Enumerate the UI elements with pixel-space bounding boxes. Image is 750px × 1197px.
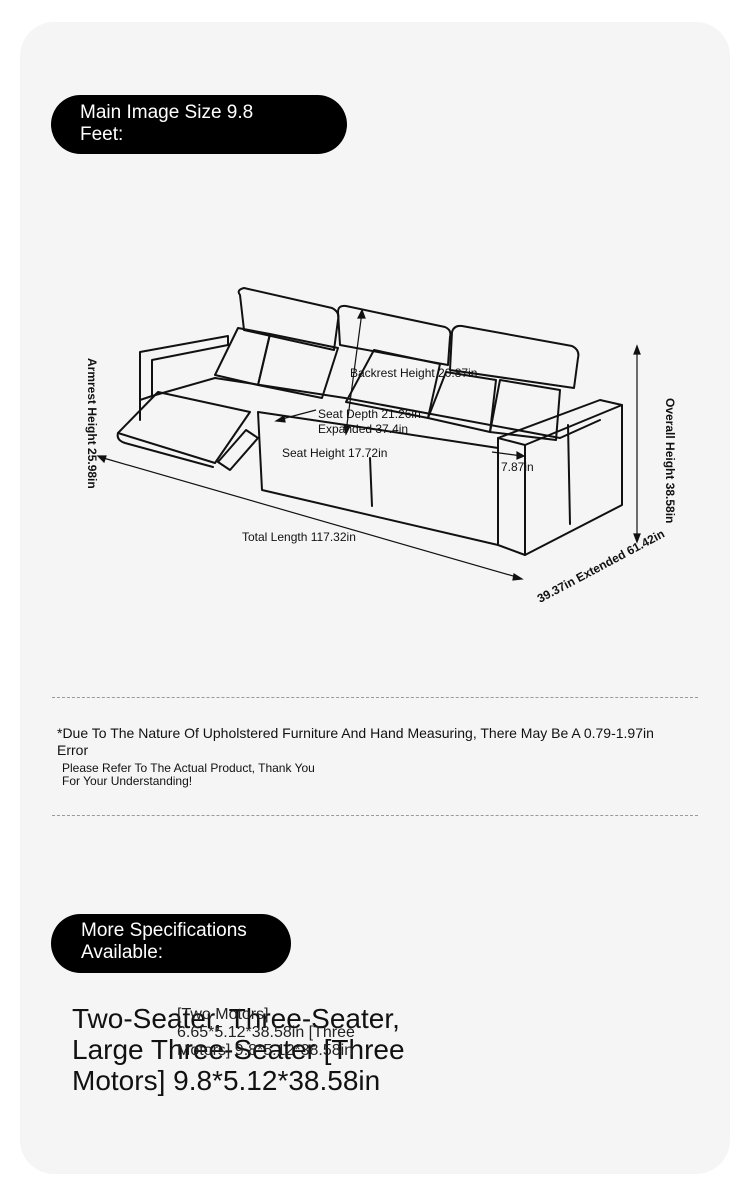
specs-title-line1: More Specifications [81, 920, 247, 941]
sofa-line-drawing [116, 287, 623, 556]
armrest-height-label: Armrest Height 25.98in [85, 358, 99, 489]
thank-you-line1: Please Refer To The Actual Product, Than… [62, 761, 315, 775]
sofa-dimension-diagram: Armrest Height 25.98in Backrest Height 2… [85, 287, 677, 606]
divider-top [52, 697, 698, 698]
main-size-badge: Main Image Size 9.8 Feet: [51, 95, 347, 154]
seat-depth-expanded-label: Expanded 37.4in [318, 422, 408, 436]
content-card [20, 22, 730, 1174]
main-size-title-line2: Feet: [80, 124, 124, 145]
arm-width-label: 7.87in [501, 460, 534, 474]
main-size-title-line1: Main Image Size 9.8 [80, 102, 254, 123]
dimension-arrows [96, 308, 641, 581]
measurement-note: *Due To The Nature Of Upholstered Furnit… [57, 725, 654, 758]
seat-height-label: Seat Height 17.72in [282, 446, 387, 460]
thank-you-line2: For Your Understanding! [62, 774, 193, 788]
divider-bottom [52, 815, 698, 816]
backrest-height-label: Backrest Height 20.87in [350, 366, 477, 380]
specs-badge: More Specifications Available: [51, 914, 291, 973]
specs-primary-text: Two-Seater, Three-Seater, Large Three-Se… [72, 1003, 405, 1096]
overall-height-label: Overall Height 38.58in [663, 398, 677, 523]
depth-label: 39.37in Extended 61.42in [535, 527, 667, 606]
total-length-label: Total Length 117.32in [242, 530, 356, 544]
specs-title-line2: Available: [81, 942, 164, 963]
thank-you-note: Please Refer To The Actual Product, Than… [62, 762, 462, 788]
seat-depth-label: Seat Depth 21.26in [318, 407, 421, 421]
specs-secondary-text: [Two Motors] 6.65*5.12*38.58in [Three Mo… [177, 1006, 355, 1059]
